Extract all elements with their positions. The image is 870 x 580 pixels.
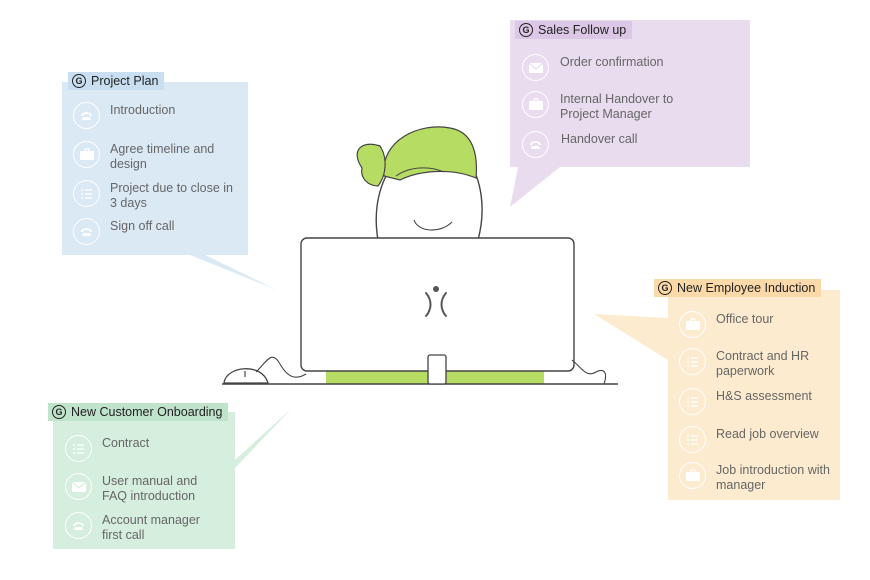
list-item: Agree timeline and design [73,141,243,172]
new-customer-onboarding-background [53,408,292,549]
list-item-label: Introduction [110,103,176,117]
list-item: Job introduction with manager [679,462,839,493]
sales-follow-up-title-text: Sales Follow up [538,23,627,37]
list-item: Contract [65,435,235,462]
hair [383,126,478,181]
list-item-label: Contract and HR paperwork [716,349,810,378]
hair-bun [356,143,386,187]
brand-logo [425,286,447,317]
brand-badge-icon: G [519,23,533,37]
list-item-label: Read job overview [716,427,819,441]
project-plan-background [62,82,277,290]
list-item: H&S assessment [679,388,839,415]
new-employee-induction-title-text: New Employee Induction [677,281,816,295]
list-item-label: Job introduction with manager [716,463,830,492]
briefcase-icon [73,141,100,168]
briefcase-icon [522,91,549,118]
project-plan-title: G Project Plan [68,72,165,90]
checklist-icon [679,426,706,453]
list-item: Handover call [522,131,742,158]
sales-follow-up-background [510,20,750,207]
phone-icon [65,512,92,539]
envelope-icon [522,54,549,81]
list-item: Internal Handover to Project Manager [522,91,742,122]
list-item-label: Project due to close in 3 days [110,181,233,210]
list-item-label: Office tour [716,312,774,326]
list-item: Sign off call [73,218,243,245]
new-employee-induction-title: G New Employee Induction [654,279,822,297]
list-item-label: Order confirmation [560,55,664,69]
checklist-icon [679,388,706,415]
checklist-icon [679,348,706,375]
list-item-label: Account manager first call [102,513,200,542]
list-item-label: User manual and FAQ introduction [102,474,198,503]
list-item-label: Handover call [561,132,638,146]
project-plan-title-text: Project Plan [91,74,159,88]
list-item-label: Internal Handover to Project Manager [560,92,674,121]
envelope-icon [65,473,92,500]
phone-icon [522,131,549,158]
briefcase-icon [679,462,706,489]
new-customer-onboarding-title-text: New Customer Onboarding [71,405,223,419]
briefcase-icon [679,311,706,338]
sales-follow-up-title: G Sales Follow up [515,21,633,39]
phone-icon [73,102,100,129]
brand-badge-icon: G [658,281,672,295]
checklist-icon [65,435,92,462]
list-item: Project due to close in 3 days [73,180,243,211]
phone-icon [73,218,100,245]
monitor-stand [427,354,447,385]
checklist-icon [73,180,100,207]
list-item-label: Sign off call [110,219,175,233]
list-item: Contract and HR paperwork [679,348,839,379]
new-employee-induction-background [594,290,840,500]
brand-badge-icon: G [52,405,66,419]
list-item-label: Contract [102,436,150,450]
list-item-label: H&S assessment [716,389,812,403]
brand-badge-icon: G [72,74,86,88]
list-item: User manual and FAQ introduction [65,473,235,504]
new-customer-onboarding-title: G New Customer Onboarding [48,403,229,421]
mouse [223,368,269,384]
list-item-label: Agree timeline and design [110,142,215,171]
list-item: Office tour [679,311,839,338]
list-item: Order confirmation [522,54,742,81]
list-item: Account manager first call [65,512,235,543]
list-item: Read job overview [679,426,839,453]
list-item: Introduction [73,102,243,129]
